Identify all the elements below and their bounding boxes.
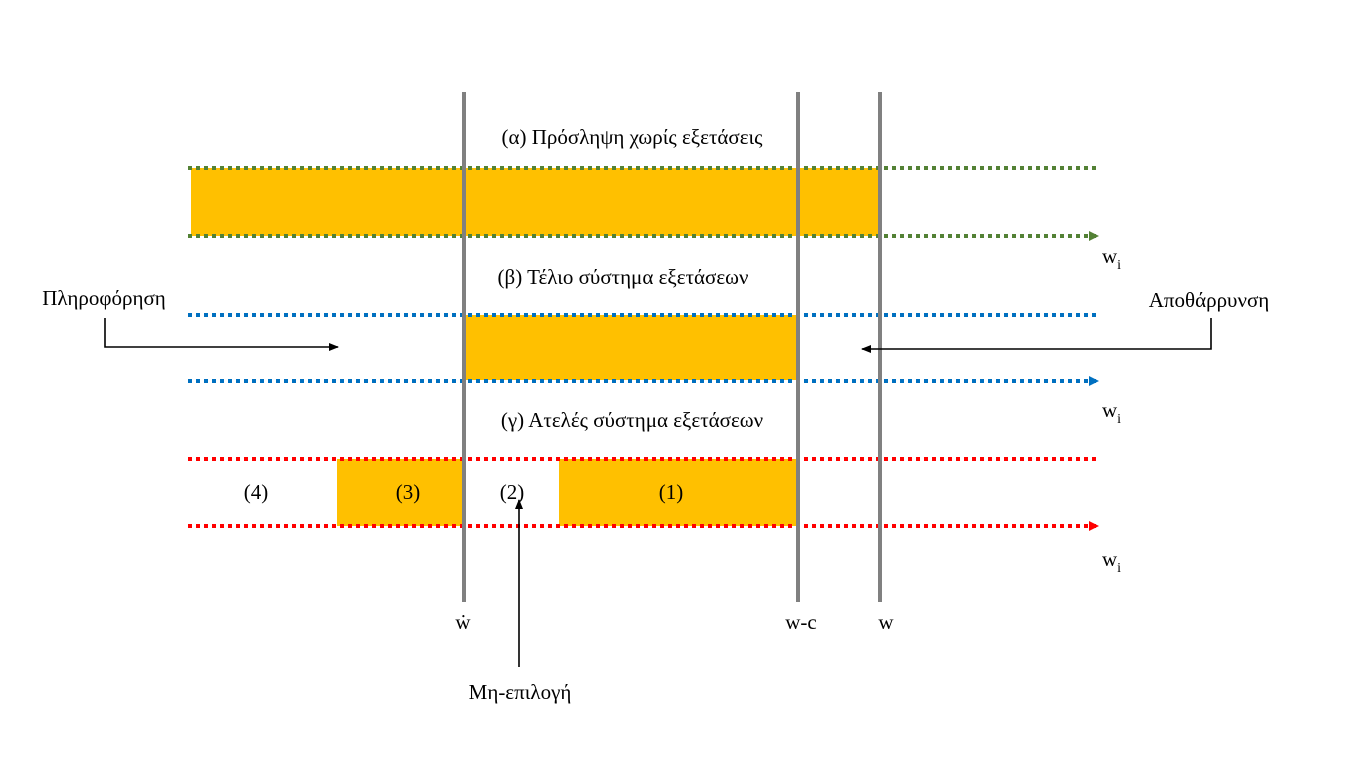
left-annotation-label: Πληροφόρηση	[42, 286, 166, 310]
bottom-annotation-label: Μη-επιλογή	[468, 680, 572, 704]
threshold-label-2: w-c	[785, 610, 817, 634]
threshold-label-3: w	[878, 610, 894, 634]
region-3-label: (3)	[395, 480, 421, 504]
region-2-label: (2)	[499, 480, 525, 504]
threshold-label-1: ẇ	[455, 610, 471, 634]
axis-label-c: wi	[1102, 547, 1122, 576]
right-annotation-arrow	[861, 318, 1212, 353]
axis-label-a: wi	[1102, 244, 1122, 273]
panel-a-fill	[191, 168, 879, 236]
region-1-label: (1)	[658, 480, 684, 504]
left-annotation-arrow	[104, 318, 339, 351]
region-4-label: (4)	[243, 480, 269, 504]
right-annotation-label: Αποθάρρυνση	[1148, 288, 1270, 312]
panel-b-title: (β) Τέλιο σύστημα εξετάσεων	[497, 265, 749, 289]
panel-c-title: (γ) Ατελές σύστημα εξετάσεων	[500, 408, 764, 432]
panel-a-title: (α) Πρόσληψη χωρίς εξετάσεις	[501, 125, 763, 149]
region-1-fill	[559, 459, 796, 526]
axis-label-b: wi	[1102, 398, 1122, 427]
panel-b-fill	[464, 315, 796, 380]
region-3-fill	[337, 459, 463, 526]
